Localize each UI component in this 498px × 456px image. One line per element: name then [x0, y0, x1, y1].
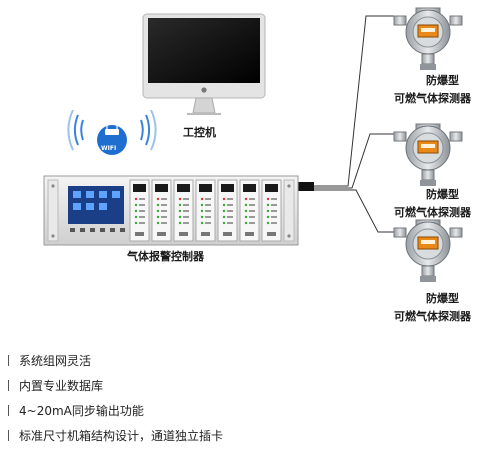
detector-3-name: 可燃气体探测器	[394, 310, 471, 323]
detector-2-name: 可燃气体探测器	[394, 206, 471, 219]
feature-item: 4~20mA同步输出功能	[8, 402, 144, 419]
gas-detector-icon	[393, 123, 463, 186]
feature-item: 标准尺寸机箱结构设计，通道独立插卡	[8, 427, 223, 444]
detector-2-type: 防爆型	[426, 188, 459, 201]
channel-card	[239, 179, 260, 242]
detector-1-name: 可燃气体探测器	[394, 92, 471, 105]
detectors	[393, 7, 463, 282]
channel-card	[195, 179, 216, 242]
controller-rack	[43, 175, 299, 246]
channel-card	[217, 179, 238, 242]
monitor-icon	[142, 13, 266, 115]
channel-card	[129, 179, 150, 242]
connection-lines	[300, 15, 402, 233]
cable-plug	[296, 182, 314, 191]
detector-3-type: 防爆型	[426, 292, 459, 305]
controller-label: 气体报警控制器	[127, 250, 204, 263]
channel-card	[173, 179, 194, 242]
channel-card	[151, 179, 172, 242]
wifi-label: WIFI	[101, 145, 117, 152]
gas-detector-icon	[393, 7, 463, 70]
gas-detector-icon	[393, 219, 463, 282]
detector-1-type: 防爆型	[426, 74, 459, 87]
channel-cards	[129, 179, 282, 242]
feature-item: 内置专业数据库	[8, 377, 103, 394]
channel-card	[261, 179, 282, 242]
feature-item: 系统组网灵活	[8, 352, 91, 369]
computer-label: 工控机	[183, 126, 216, 139]
wifi-router-icon	[67, 109, 157, 155]
